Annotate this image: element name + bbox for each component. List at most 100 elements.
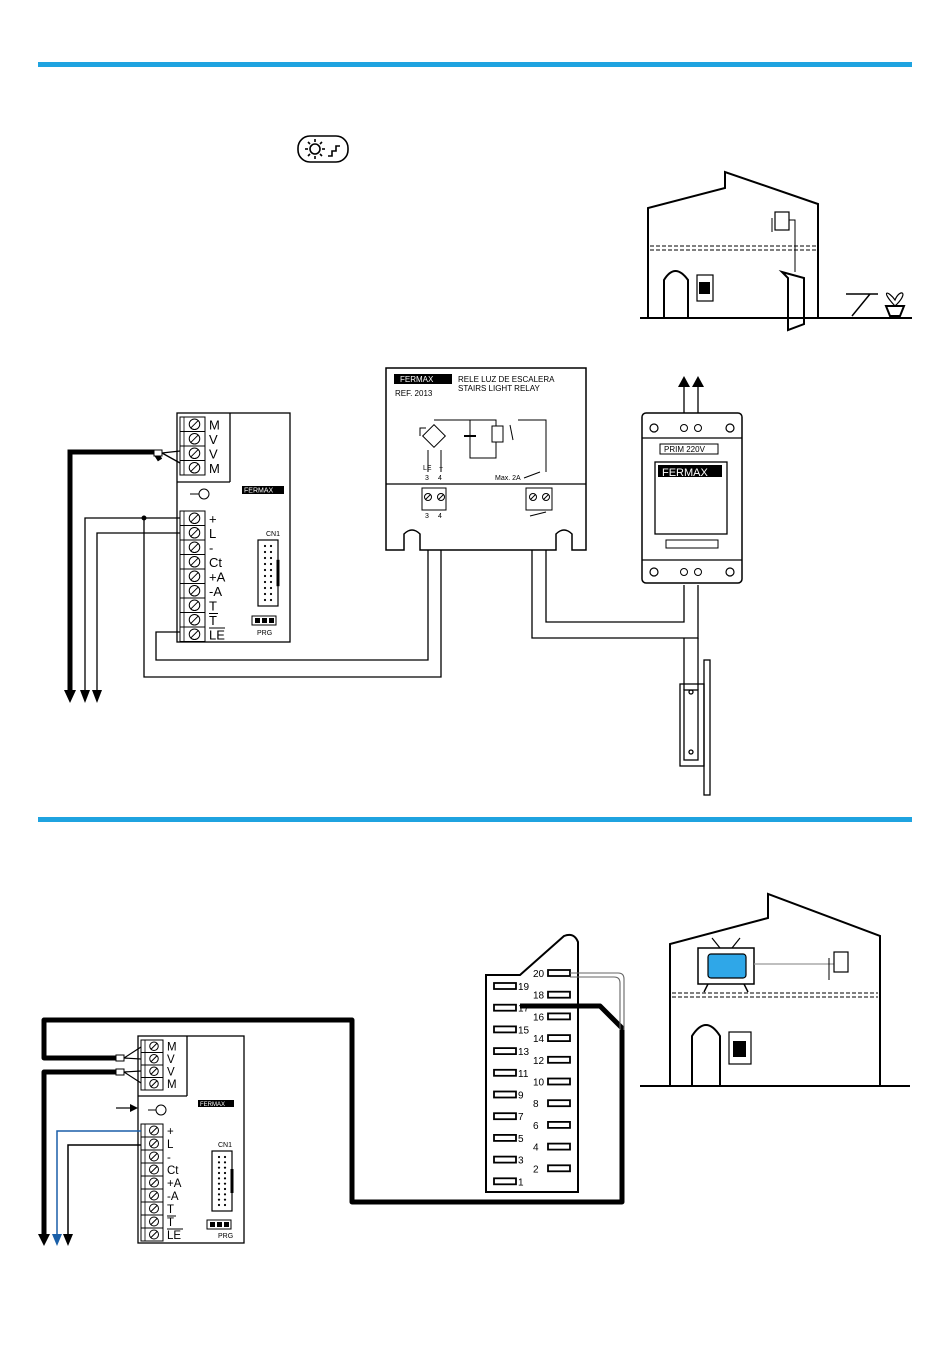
bottom-terminal-1: L bbox=[180, 526, 216, 542]
b-bottom-terminal-label: T bbox=[167, 1204, 174, 1216]
scart-pin-label: 4 bbox=[533, 1143, 539, 1154]
brand-label: FERMAX bbox=[244, 488, 274, 495]
b-bottom-terminal-label: Ct bbox=[167, 1165, 179, 1177]
bottom-terminal-7: T bbox=[180, 613, 218, 629]
scart-pin-label: 5 bbox=[518, 1134, 524, 1145]
bottom-terminal-8: LE bbox=[180, 627, 225, 643]
top-terminal-3: M bbox=[180, 461, 220, 477]
b-bottom-terminal-2: - bbox=[141, 1150, 171, 1164]
bottom-brand-label: FERMAX bbox=[200, 1102, 225, 1108]
bottom-terminal-0: + bbox=[180, 511, 217, 527]
tv-screen bbox=[708, 954, 746, 978]
scart-pin-label: 20 bbox=[533, 969, 545, 980]
b-top-terminal-1: V bbox=[141, 1053, 175, 1067]
b-bottom-terminal-5: -A bbox=[141, 1189, 179, 1203]
scart-pin-label: 13 bbox=[518, 1047, 530, 1058]
b-bottom-terminal-7: T bbox=[141, 1215, 176, 1229]
b-bottom-terminal-label: - bbox=[167, 1152, 171, 1164]
intercom-module-bottom: MVVM +L-Ct+A-ATTLE FERMAX CN1 PRG bbox=[116, 1036, 244, 1243]
top-wiring bbox=[70, 385, 698, 692]
transformer-brand: FERMAX bbox=[662, 467, 709, 479]
bottom-terminal-4: +A bbox=[180, 569, 226, 585]
scart-pin-label: 6 bbox=[533, 1121, 539, 1132]
b-top-terminal-0: M bbox=[141, 1040, 177, 1054]
bottom-terminal-label: + bbox=[209, 512, 217, 527]
prg-label: PRG bbox=[257, 630, 272, 637]
b-bottom-terminal-6: T bbox=[141, 1202, 174, 1216]
house-illustration-bottom bbox=[640, 894, 910, 1086]
bottom-terminal-2: - bbox=[180, 540, 213, 556]
bottom-terminal-6: T bbox=[180, 598, 217, 614]
scart-pin-label: 19 bbox=[518, 982, 530, 993]
cn1-label: CN1 bbox=[266, 531, 280, 538]
b-top-terminal-label: M bbox=[167, 1042, 177, 1054]
top-arrows bbox=[64, 376, 704, 703]
bottom-terminal-label: L bbox=[209, 526, 216, 541]
relay-brand: FERMAX bbox=[400, 375, 434, 384]
relay-title-1: RELE LUZ DE ESCALERA bbox=[458, 375, 555, 384]
intercom-module-top: MVVM +L-Ct+A-ATTLE FERMAX CN1 PRG bbox=[177, 413, 290, 643]
b-bottom-terminal-label: T bbox=[167, 1217, 174, 1229]
bottom-terminal-5: -A bbox=[180, 584, 222, 600]
relay-pin3-bottom: 3 bbox=[425, 513, 429, 520]
power-transformer: PRIM 220V FERMAX bbox=[642, 413, 742, 583]
scart-pin-label: 18 bbox=[533, 991, 545, 1002]
scart-pin-label: 12 bbox=[533, 1056, 545, 1067]
b-bottom-terminal-1: L bbox=[141, 1137, 174, 1151]
b-bottom-terminal-label: + bbox=[167, 1126, 174, 1138]
stairs-light-icon bbox=[298, 136, 348, 162]
relay-pin4-bottom: 4 bbox=[438, 513, 442, 520]
scart-pin-label: 16 bbox=[533, 1012, 545, 1023]
b-bottom-terminal-8: LE bbox=[141, 1228, 183, 1242]
relay-pin3-label: 3 bbox=[425, 475, 429, 482]
scart-pin-label: 8 bbox=[533, 1099, 539, 1110]
bottom-terminal-3: Ct bbox=[180, 555, 222, 571]
b-top-terminal-label: V bbox=[167, 1054, 175, 1066]
relay-le-label: LE bbox=[423, 465, 432, 472]
bottom-terminal-label: Ct bbox=[209, 555, 222, 570]
relay-plus-label: + bbox=[439, 465, 443, 472]
bottom-terminal-label: - bbox=[209, 541, 213, 556]
b-top-terminal-2: V bbox=[141, 1065, 175, 1079]
top-terminal-label: M bbox=[209, 461, 220, 476]
bottom-terminal-label: T bbox=[209, 613, 217, 628]
b-top-terminal-label: V bbox=[167, 1067, 175, 1079]
b-top-terminal-label: M bbox=[167, 1079, 177, 1091]
bottom-prg-label: PRG bbox=[218, 1233, 233, 1240]
scart-pin-label: 2 bbox=[533, 1164, 539, 1175]
bottom-cn1-label: CN1 bbox=[218, 1142, 232, 1149]
scart-pin-label: 10 bbox=[533, 1078, 545, 1089]
blue-wire bbox=[57, 1131, 141, 1236]
top-terminal-2: V bbox=[180, 446, 218, 462]
b-top-terminal-3: M bbox=[141, 1078, 177, 1092]
scart-pin-label: 11 bbox=[518, 1069, 529, 1080]
relay-pin4-label: 4 bbox=[438, 475, 442, 482]
b-bottom-terminal-4: +A bbox=[141, 1176, 182, 1190]
b-bottom-terminal-label: -A bbox=[167, 1191, 179, 1203]
blue-arrow bbox=[52, 1234, 62, 1246]
bottom-terminal-label: LE bbox=[209, 628, 225, 643]
bottom-arrows bbox=[38, 1234, 73, 1246]
bottom-terminal-label: T bbox=[209, 599, 217, 614]
b-bottom-terminal-3: Ct bbox=[141, 1163, 179, 1177]
scart-pin-label: 3 bbox=[518, 1156, 524, 1167]
b-bottom-terminal-label: L bbox=[167, 1139, 174, 1151]
scart-pin-label: 9 bbox=[518, 1091, 524, 1102]
b-bottom-terminal-0: + bbox=[141, 1124, 174, 1138]
b-bottom-terminal-label: +A bbox=[167, 1178, 182, 1190]
b-bottom-terminal-label: LE bbox=[167, 1230, 181, 1242]
top-terminal-label: M bbox=[209, 418, 220, 433]
scart-pin-label: 14 bbox=[533, 1034, 545, 1045]
bottom-terminal-label: -A bbox=[209, 584, 222, 599]
top-terminal-label: V bbox=[209, 447, 218, 462]
house-illustration-top bbox=[640, 172, 912, 330]
relay-ref: REF. 2013 bbox=[395, 389, 433, 398]
top-terminal-label: V bbox=[209, 432, 218, 447]
scart-pin-label: 7 bbox=[518, 1112, 524, 1123]
transformer-prim-label: PRIM 220V bbox=[664, 445, 706, 454]
relay-max-label: Max. 2A bbox=[495, 475, 521, 482]
relay-title-2: STAIRS LIGHT RELAY bbox=[458, 384, 540, 393]
